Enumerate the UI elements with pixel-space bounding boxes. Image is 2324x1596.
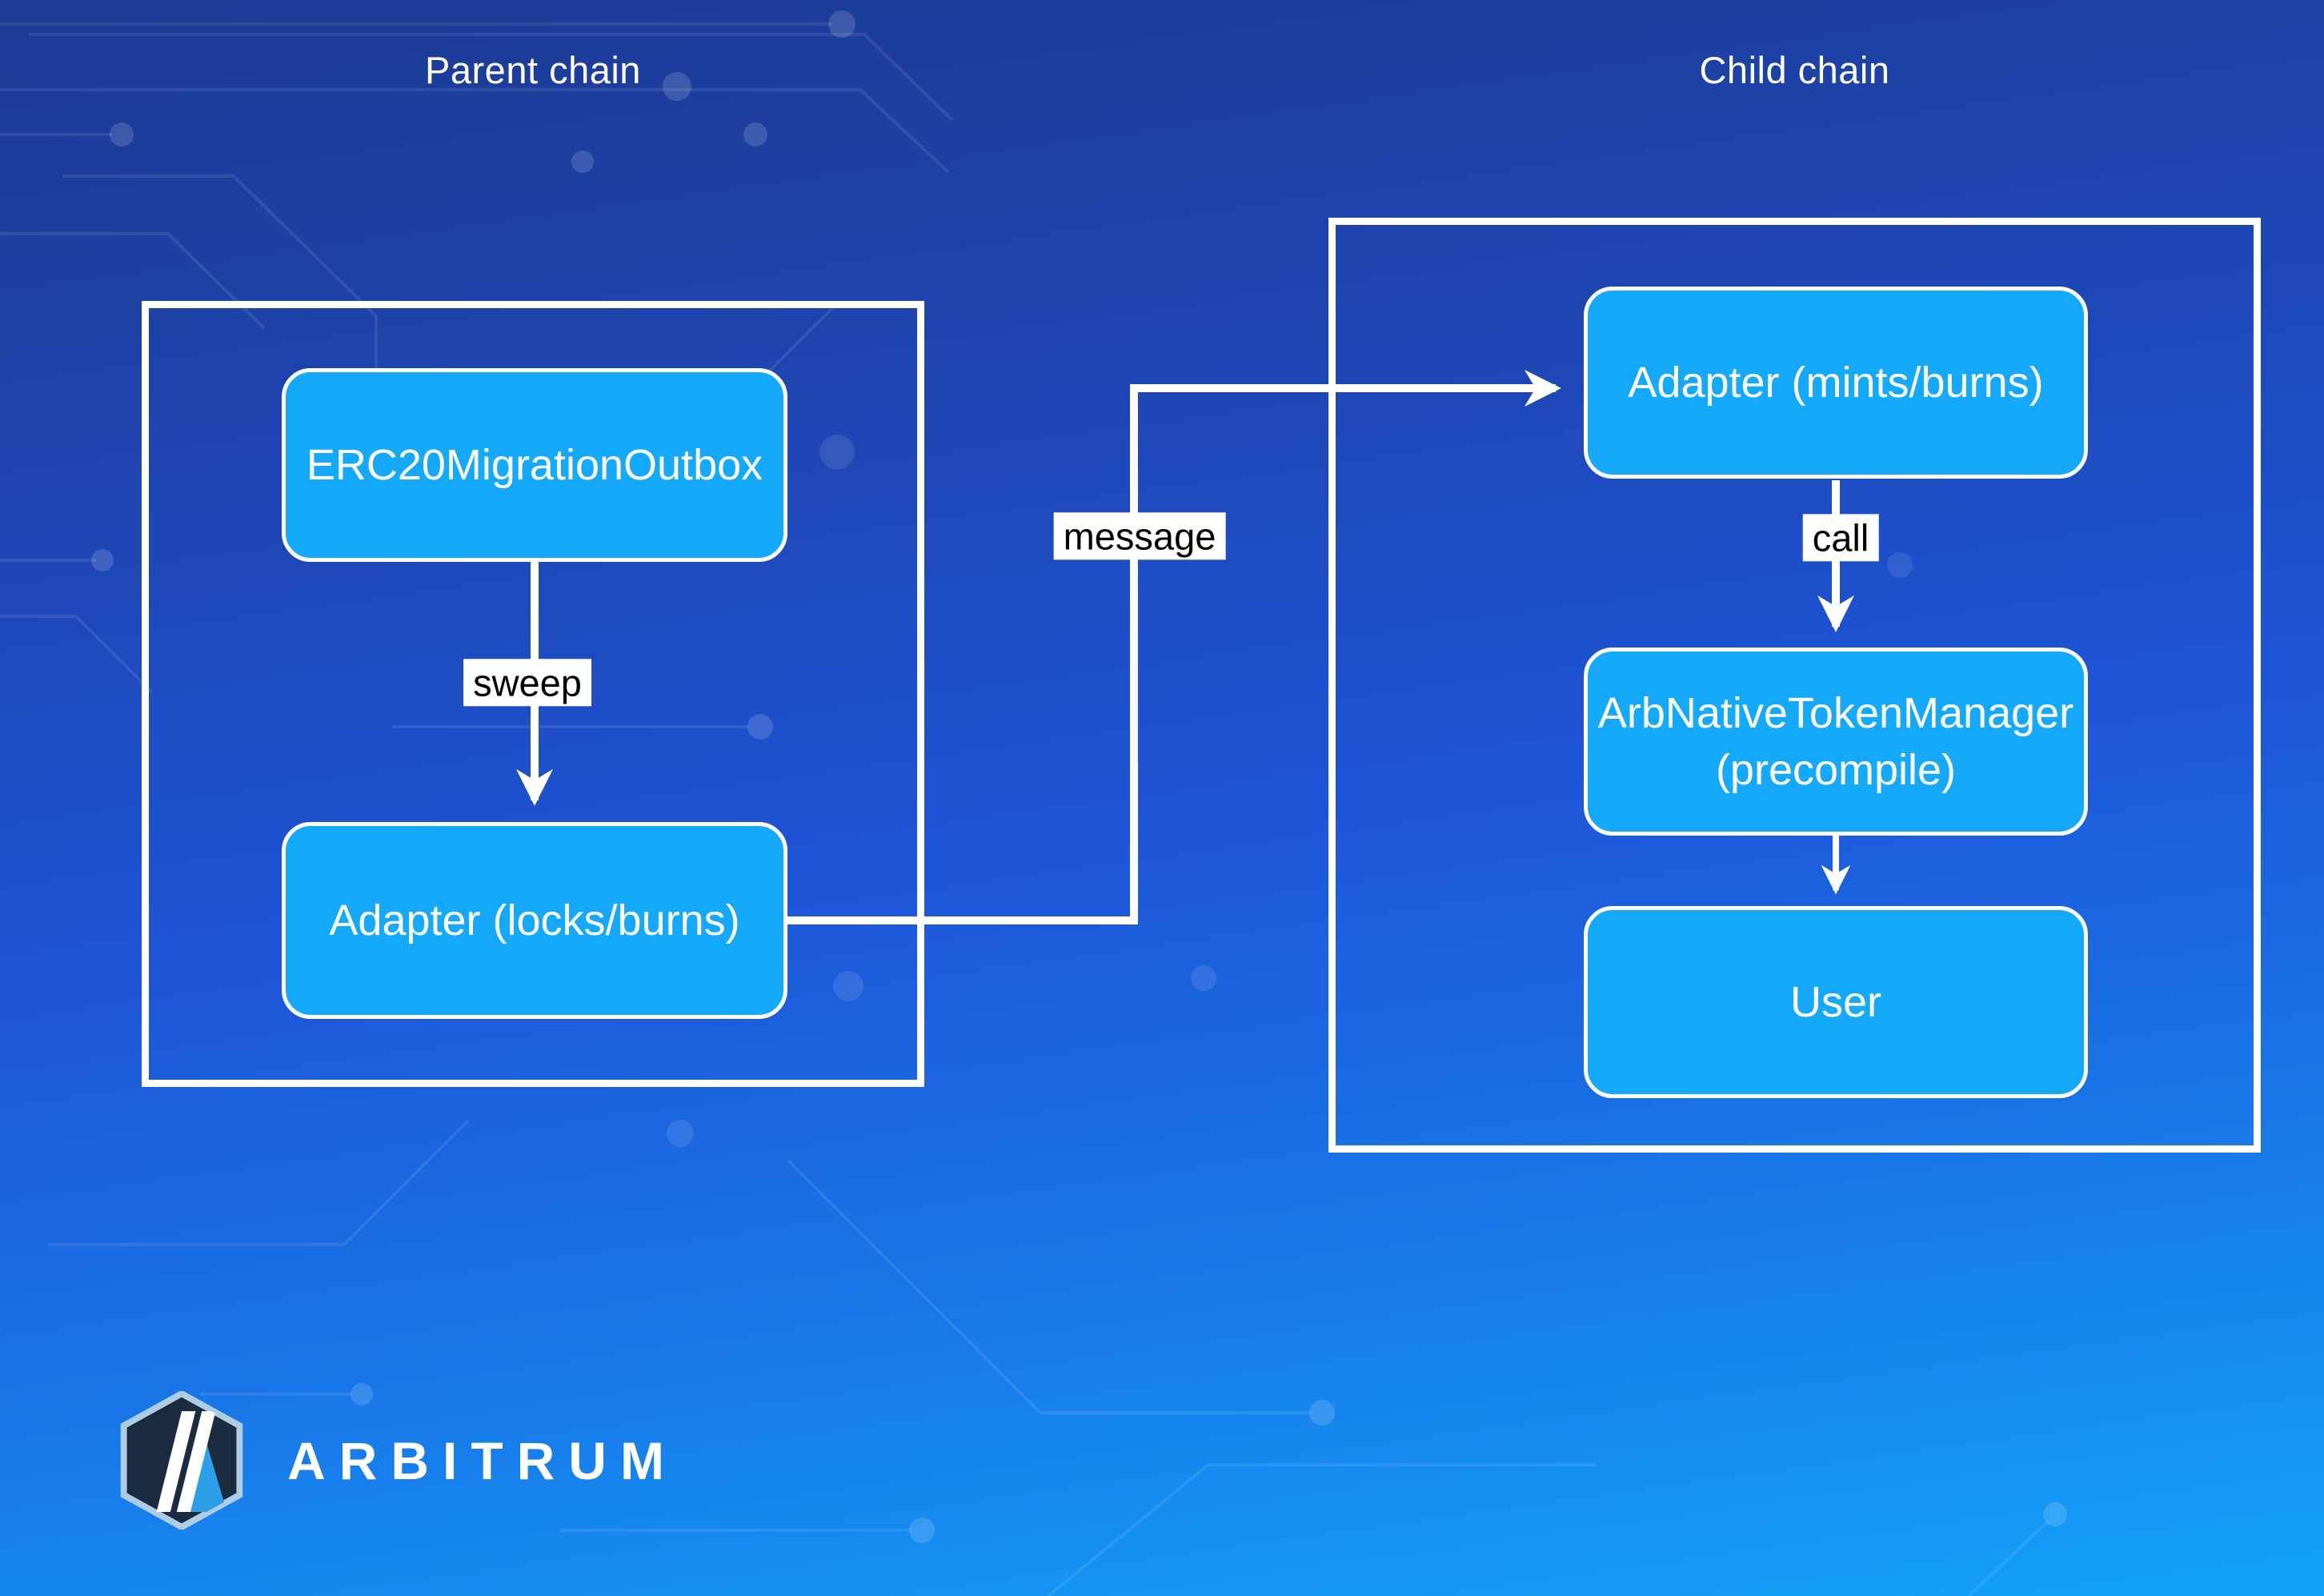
node-erc20migrationoutbox: ERC20MigrationOutbox xyxy=(282,368,787,562)
node-adapter-locks-burns: Adapter (locks/burns) xyxy=(282,822,787,1019)
arbitrum-wordmark: ARBITRUM xyxy=(287,1430,678,1490)
edge-message-connector xyxy=(787,370,1561,924)
node-arbnativetokenmanager-label-line2: (precompile) xyxy=(1715,745,1957,794)
node-user: User xyxy=(1584,906,2088,1098)
node-arbnativetokenmanager-label-line1: ArbNativeTokenManager xyxy=(1597,689,2074,738)
child-chain-title: Child chain xyxy=(1699,49,1890,91)
edge-label-message: message xyxy=(1053,512,1226,560)
child-chain-group-box xyxy=(1328,218,2261,1153)
node-arbnativetokenmanager: ArbNativeTokenManager (precompile) xyxy=(1584,648,2088,836)
edge-label-sweep: sweep xyxy=(463,659,591,707)
edge-label-call: call xyxy=(1802,514,1879,562)
parent-chain-title: Parent chain xyxy=(425,49,641,91)
arbitrum-hexagon-logo-icon xyxy=(120,1391,243,1530)
arbitrum-brand: ARBITRUM xyxy=(118,1391,678,1530)
node-adapter-mints-burns: Adapter (mints/burns) xyxy=(1584,287,2088,479)
node-user-label: User xyxy=(1789,977,1881,1026)
parent-chain-group-box xyxy=(142,301,924,1087)
node-adapter-mints-burns-label: Adapter (mints/burns) xyxy=(1628,358,2044,407)
node-adapter-locks-burns-label: Adapter (locks/burns) xyxy=(329,896,740,944)
node-erc20migrationoutbox-label: ERC20MigrationOutbox xyxy=(306,440,763,489)
